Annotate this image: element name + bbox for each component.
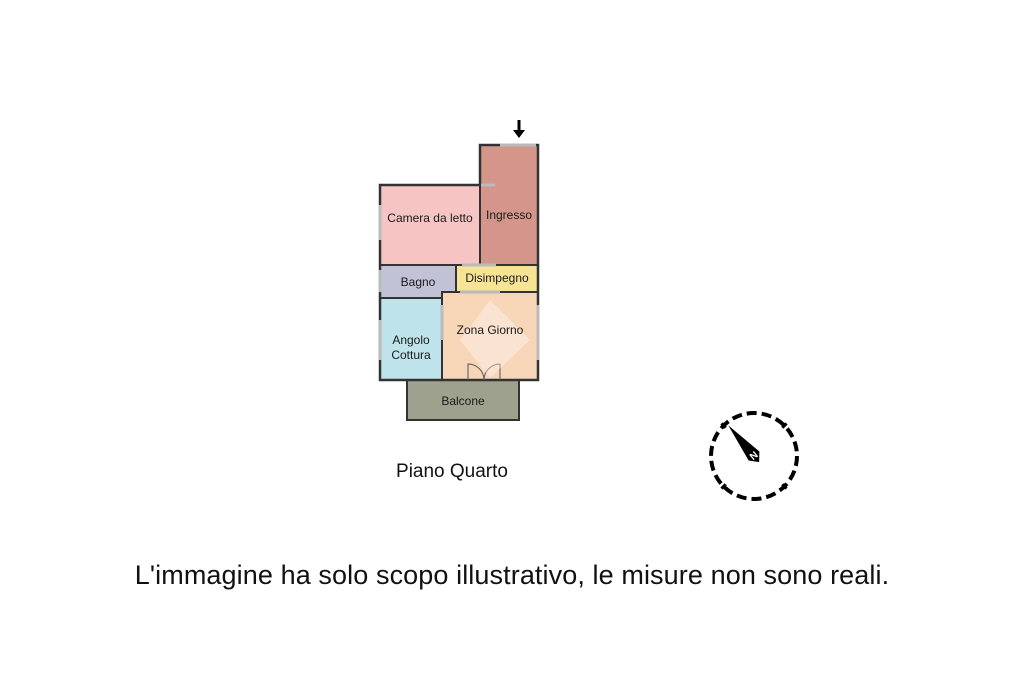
compass-icon: N	[709, 411, 799, 501]
room-ingresso	[479, 144, 539, 266]
room-balcone	[406, 378, 520, 421]
balcony-door	[467, 363, 501, 381]
room-camera-da-letto	[379, 184, 481, 266]
label-cottura: Cottura	[391, 348, 431, 362]
entrance-arrow-icon	[513, 120, 525, 138]
room-angolo-cottura	[379, 297, 443, 381]
label-bagno: Bagno	[401, 275, 436, 289]
label-angolo: Angolo	[392, 333, 430, 347]
label-balcone: Balcone	[441, 394, 485, 408]
label-camera: Camera da letto	[387, 211, 473, 225]
window-marks	[378, 143, 540, 360]
label-ingresso: Ingresso	[486, 208, 532, 222]
room-zona-giorno	[441, 291, 539, 381]
label-disimpegno: Disimpegno	[465, 271, 529, 285]
watermark	[460, 300, 530, 378]
floor-name: Piano Quarto	[396, 461, 508, 482]
label-zona-giorno: Zona Giorno	[457, 323, 524, 337]
disclaimer-text: L'immagine ha solo scopo illustrativo, l…	[134, 560, 890, 590]
